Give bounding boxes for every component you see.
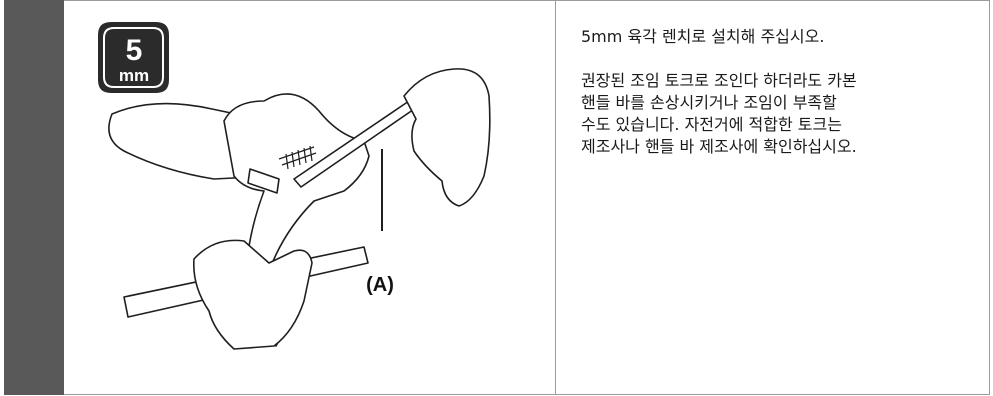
bolt-threads [278,145,317,170]
side-bar [4,0,64,395]
instruction-caution: 권장된 조임 토크로 조인다 하더라도 카본 핸들 바를 손상시키거나 조임이 … [581,71,857,156]
badge-number: 5 [126,34,143,67]
content-frame [4,0,990,395]
clamp-band [247,168,280,194]
hex-wrench-size-icon: 5 mm [98,22,169,93]
left-hand [192,239,313,350]
badge-unit: mm [119,66,149,85]
column-divider [555,0,556,395]
right-hand [403,68,491,207]
instruction-text: 5mm 육각 렌치로 설치해 주십시오. 권장된 조임 토크로 조인다 하더라도… [581,26,981,158]
instruction-line-1: 5mm 육각 렌치로 설치해 주십시오. [581,27,825,46]
callout-label: (A) [366,274,394,296]
hex-wrench-installation-illustration: 5 mm (A) [98,22,491,350]
